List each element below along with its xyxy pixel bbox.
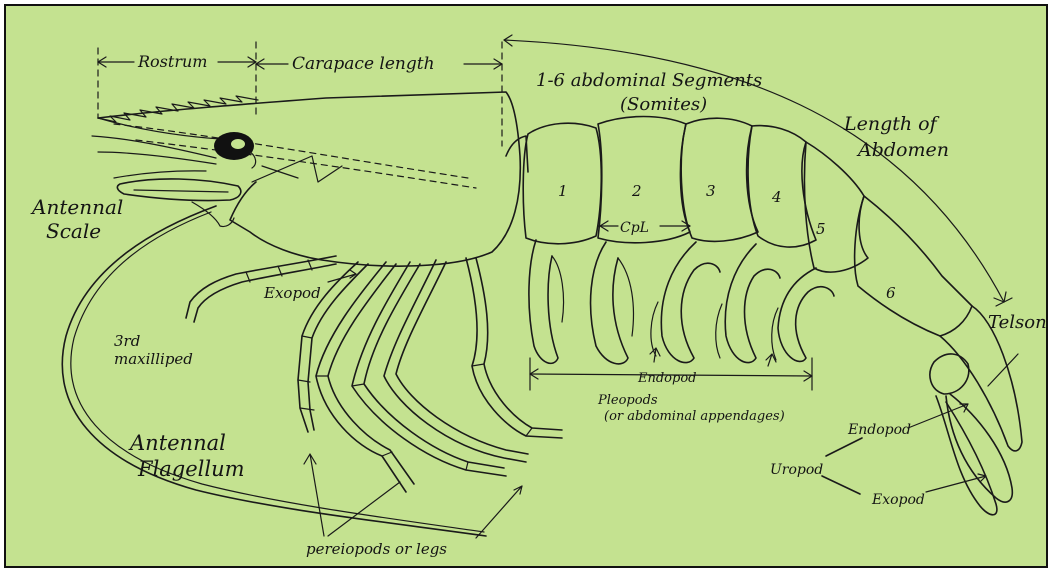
length-of-abdomen-label-2: Abdomen [856,139,949,161]
somites-label: (Somites) [620,94,707,115]
segment-number: 5 [816,220,826,238]
antennal-scale-label: Antennal [30,195,123,219]
uropod-exopod-label: Exopod [871,492,925,508]
shrimp-anatomy-diagram: 1 2 3 4 5 6 CpL Rostrum Carapace length … [6,6,1046,566]
carapace-length-label: Carapace length [292,54,435,74]
third-maxilliped-label-2: maxilliped [114,350,193,368]
pleopods-label: Pleopods [597,393,658,408]
pleopods-label-2: (or abdominal appendages) [604,409,785,424]
uropod-label: Uropod [770,462,823,478]
pereiopods-label: pereiopods or legs [306,540,447,558]
telson-label: Telson [988,312,1046,333]
antennal-flagellum-label: Antennal [128,431,226,455]
cpl-label: CpL [620,220,649,236]
segment-number: 6 [886,284,896,302]
rostrum-label: Rostrum [137,52,207,71]
antennal-flagellum-label-2: Flagellum [137,457,245,481]
segment-number: 3 [706,182,716,200]
diagram-frame: 1 2 3 4 5 6 CpL Rostrum Carapace length … [4,4,1048,568]
segment-number: 4 [771,188,782,206]
abdominal-segments-label: 1-6 abdominal Segments [536,70,762,91]
segment-number: 1 [558,182,568,200]
pleopod-endopod-label: Endopod [637,371,696,386]
third-maxilliped-label: 3rd [114,332,140,350]
antennal-scale-label-2: Scale [46,219,101,243]
exopod-label: Exopod [263,284,321,302]
segment-number: 2 [631,182,642,200]
length-of-abdomen-label: Length of [843,113,940,135]
uropod-endopod-label: Endopod [847,422,911,438]
